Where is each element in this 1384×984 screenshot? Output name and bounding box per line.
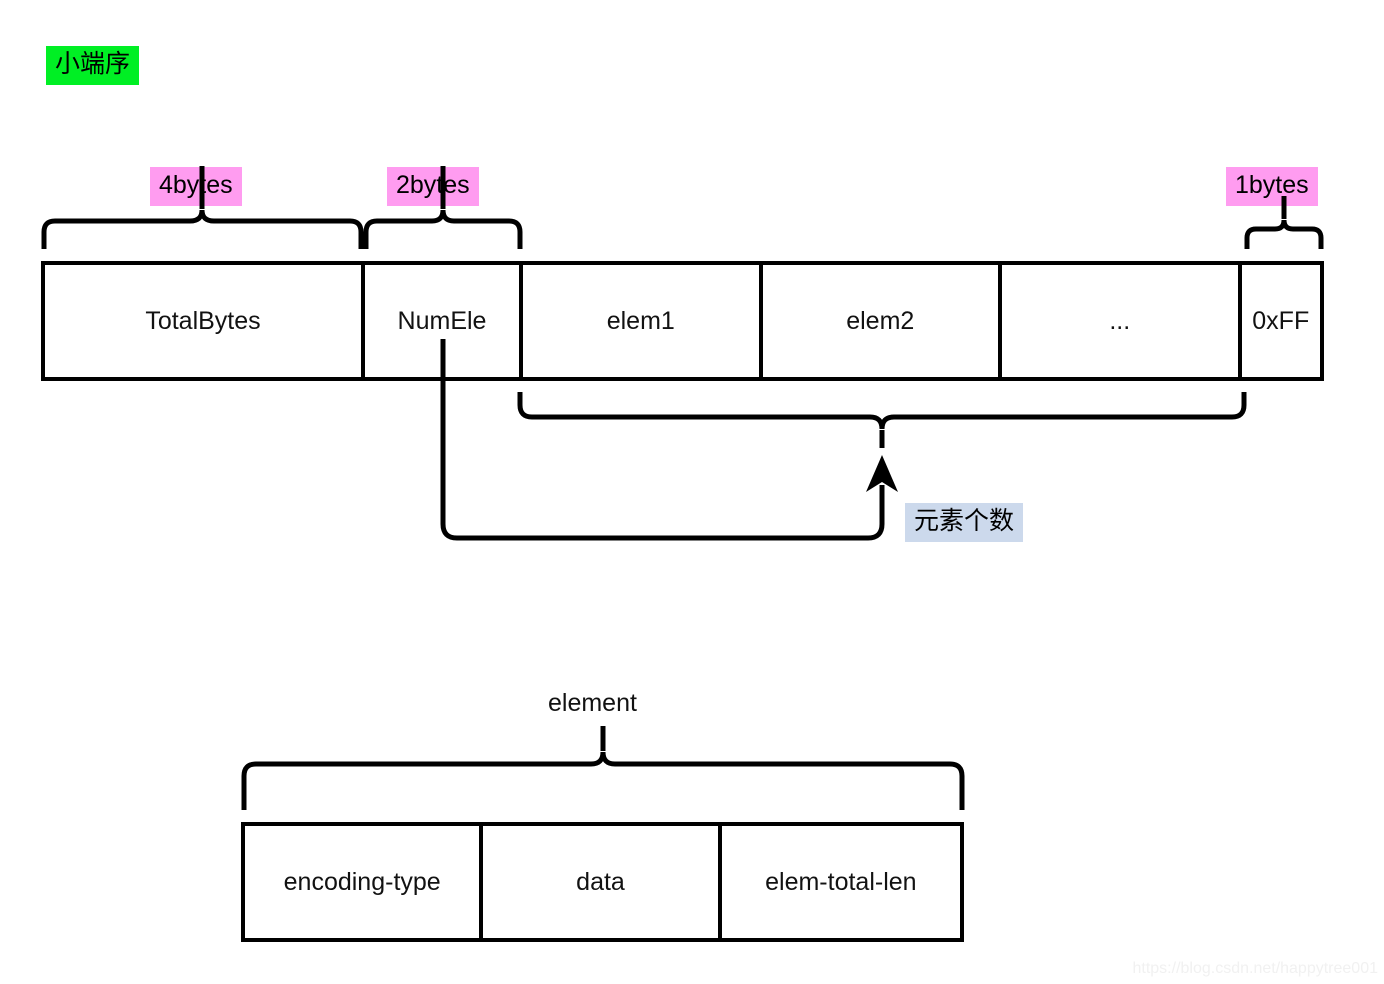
size-label-num-ele: 2bytes [387,167,479,206]
element-count-annotation: 元素个数 [905,503,1024,542]
listpack-cell-total-bytes: TotalBytes [45,265,365,377]
brace-element [241,751,965,810]
element-brace-label: element [548,689,637,717]
element-cell-data: data [483,826,722,938]
element-layout-row: encoding-type data elem-total-len [241,822,964,942]
listpack-cell-elem1: elem1 [523,265,763,377]
brace-total-bytes [41,209,364,249]
element-cell-elem-total-len: elem-total-len [765,867,917,896]
size-label-terminator: 1bytes [1226,167,1318,206]
brace-num-ele [363,209,523,249]
size-label-total-bytes: 4bytes [150,167,242,206]
listpack-layout-row: TotalBytes NumEle elem1 elem2 ... 0xFF [41,261,1324,381]
listpack-cell-terminator: 0xFF [1252,306,1310,335]
endian-badge: 小端序 [46,46,140,85]
listpack-cell-elem2: elem2 [763,265,1002,377]
num-ele-connector-arrowhead [866,455,898,492]
watermark: https://blog.csdn.net/happytree001 [1132,960,1378,977]
listpack-cell-num-ele: NumEle [365,265,523,377]
brace-terminator [1244,219,1324,249]
element-cell-encoding-type: encoding-type [245,826,484,938]
listpack-cell-ellipsis: ... [1002,265,1242,377]
brace-element-count [517,392,1247,430]
